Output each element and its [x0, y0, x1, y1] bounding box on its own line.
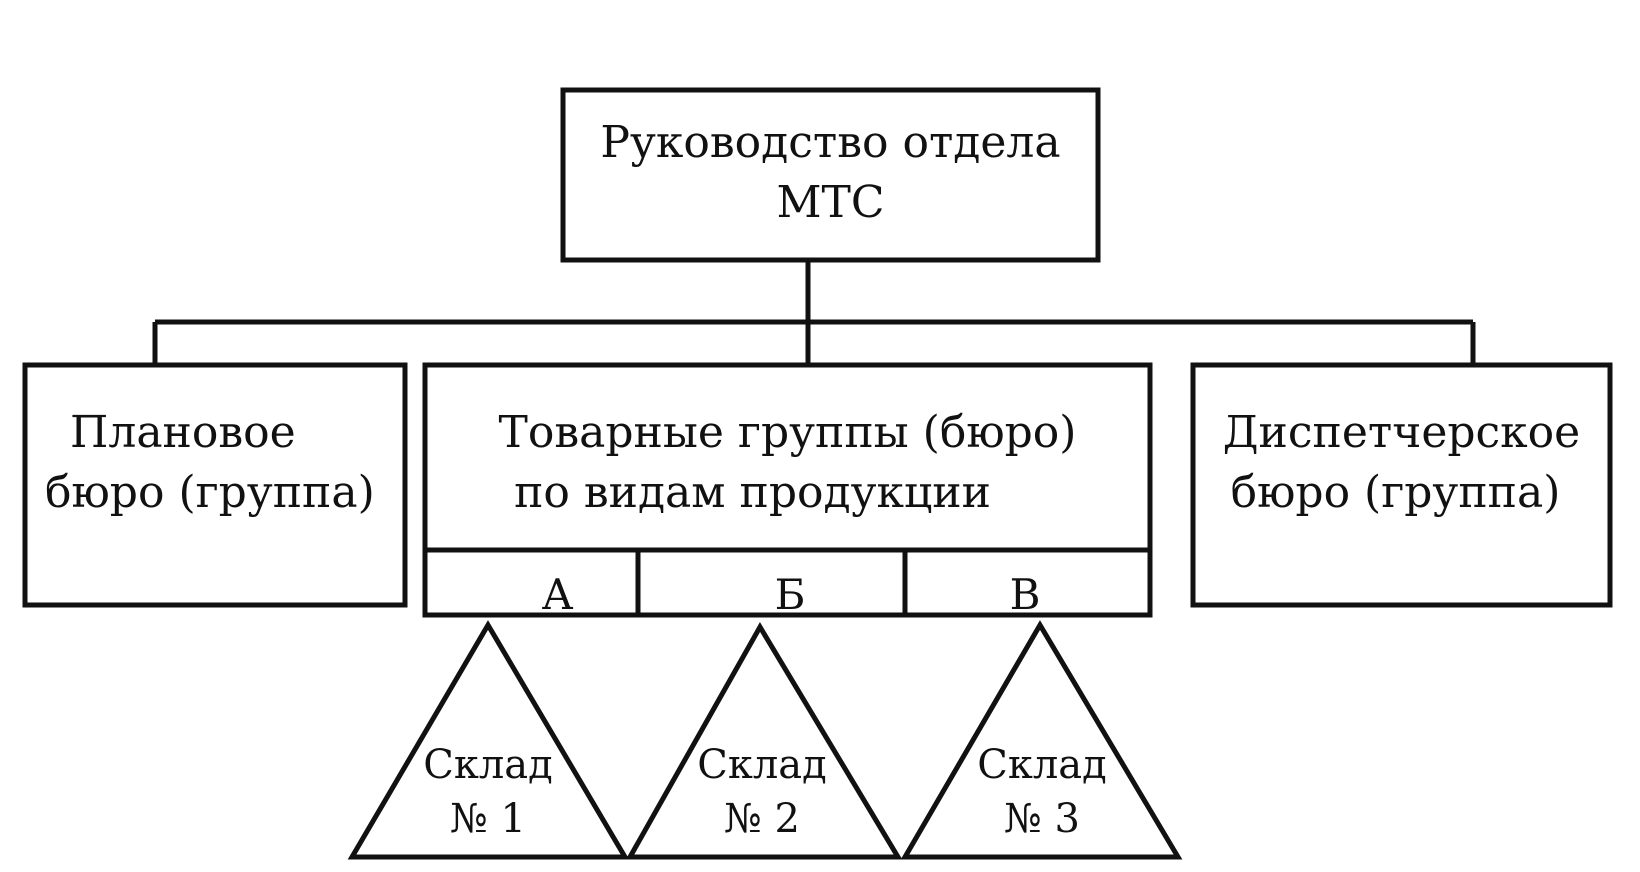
left-box-line2: бюро (группа) [45, 467, 375, 518]
warehouse-triangle-3 [900, 620, 1183, 860]
warehouse-3-line1: Склад [977, 742, 1107, 788]
right-box-title: Диспетчерское бюро (группа) [1193, 403, 1610, 523]
center-box-title: Товарные группы (бюро) по видам продукци… [425, 403, 1150, 523]
right-box-line2: бюро (группа) [1230, 467, 1561, 518]
warehouse-label-2: Склад № 2 [682, 738, 842, 846]
warehouse-1-line1: Склад [423, 742, 553, 788]
left-box [22, 362, 408, 608]
top-box-line1: Руководство отдела [600, 117, 1061, 168]
center-box-line1: Товарные группы (бюро) [498, 407, 1077, 458]
left-box-line1: Плановое [70, 407, 296, 458]
top-box [560, 87, 1101, 263]
center-box [422, 362, 1153, 618]
section-label-c: В [1009, 570, 1041, 619]
top-box-title: Руководство отдела МТС [563, 113, 1098, 233]
left-box-title: Плановое бюро (группа) [45, 403, 400, 523]
right-box-line1: Диспетчерское [1222, 407, 1581, 458]
center-box-line2: по видам продукции [514, 467, 991, 518]
section-label-b: Б [774, 570, 806, 619]
warehouse-2-line2: № 2 [723, 796, 800, 842]
top-box-line2: МТС [776, 177, 885, 228]
warehouse-2-line1: Склад [697, 742, 827, 788]
warehouse-1-line2: № 1 [449, 796, 526, 842]
warehouse-label-1: Склад № 1 [408, 738, 568, 846]
right-box [1190, 362, 1613, 608]
section-label-a: А [541, 570, 574, 619]
warehouse-triangle-1 [347, 620, 630, 860]
warehouse-label-3: Склад № 3 [962, 738, 1122, 846]
warehouse-3-line2: № 3 [1003, 796, 1080, 842]
warehouse-triangle-2 [625, 622, 903, 860]
